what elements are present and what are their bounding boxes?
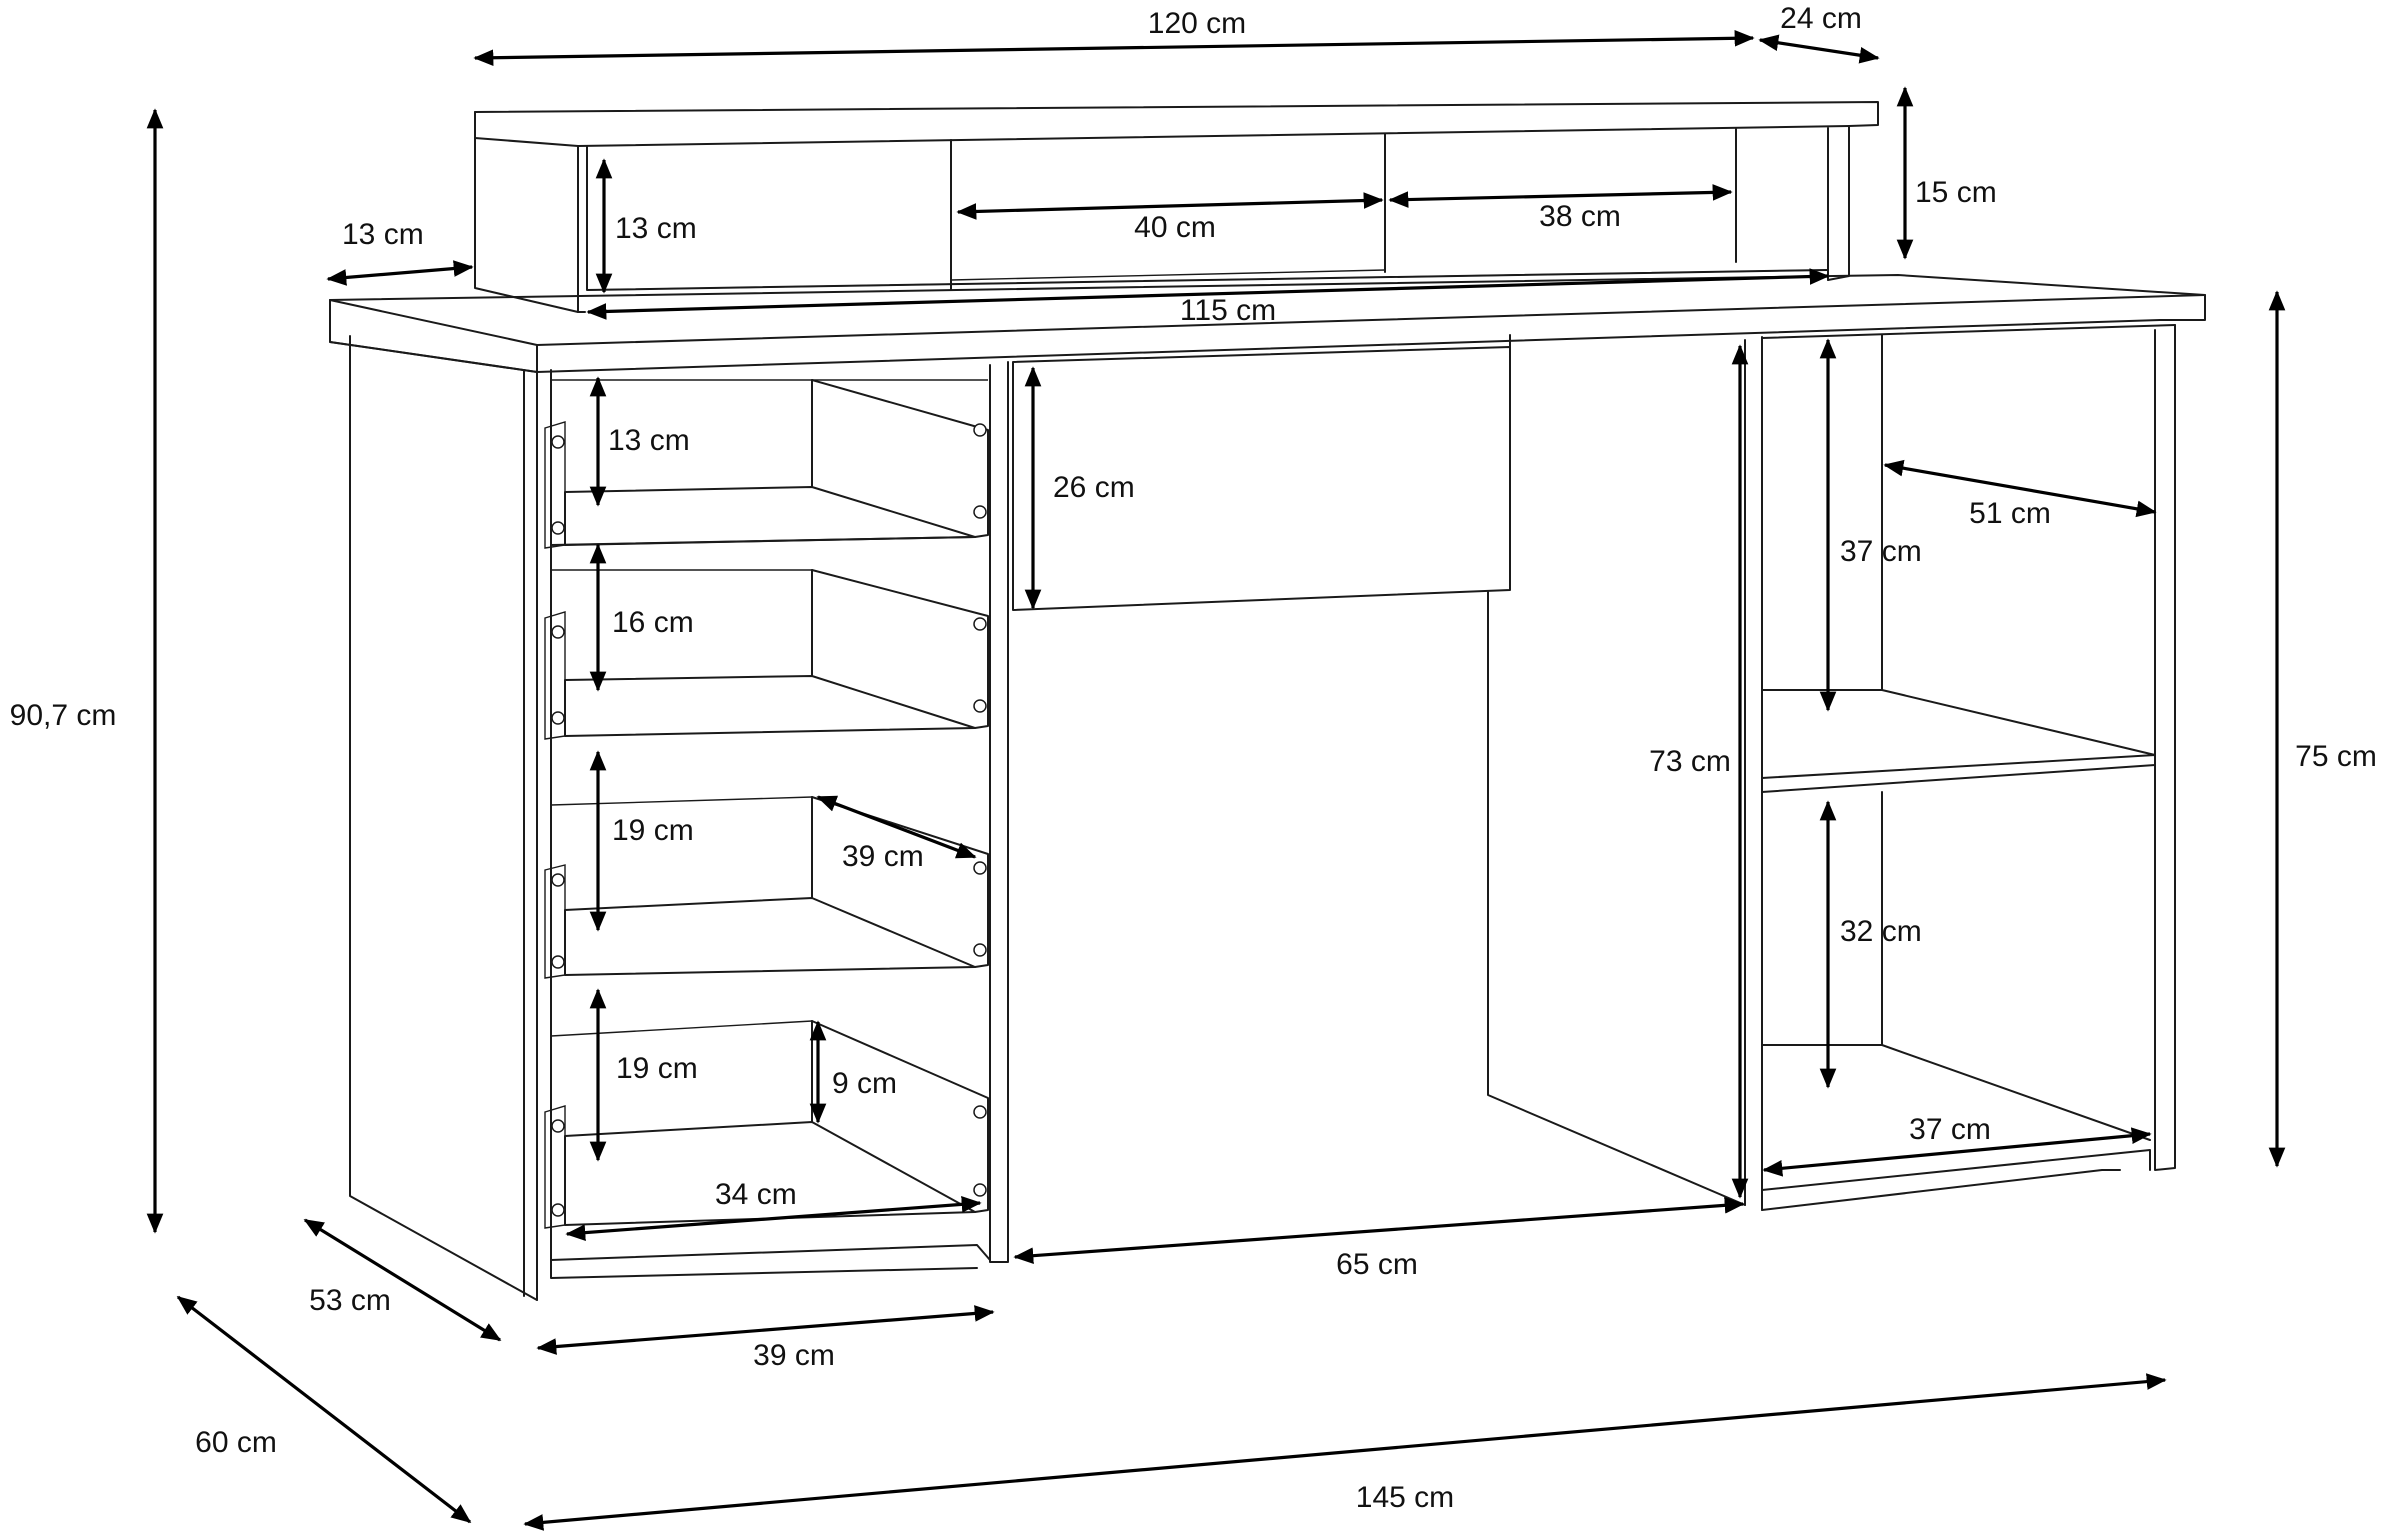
label-drawer3-height: 19 cm [612, 814, 694, 847]
label-total-depth: 60 cm [195, 1426, 277, 1459]
label-top-inner-width: 115 cm [1180, 294, 1276, 327]
label-total-width: 145 cm [1356, 1481, 1454, 1514]
label-drawer1-height: 13 cm [608, 424, 690, 457]
label-legroom-width: 65 cm [1336, 1248, 1418, 1281]
label-legroom-height: 73 cm [1649, 745, 1731, 778]
label-drawer4-height: 19 cm [616, 1052, 698, 1085]
label-shelf-upper-height: 37 cm [1840, 535, 1922, 568]
label-top-shelf-height: 13 cm [615, 212, 697, 245]
label-top-left-compartment: 40 cm [1134, 211, 1216, 244]
label-top-right-compartment: 38 cm [1539, 200, 1621, 233]
left-side-panel [349, 335, 538, 1301]
label-drawer3-depth: 39 cm [842, 840, 924, 873]
label-drawer-unit-width: 39 cm [753, 1339, 835, 1372]
label-shelf-depth: 51 cm [1969, 497, 2051, 530]
dimension-labels: 120 cm 24 cm 15 cm 13 cm 13 cm 40 cm 38 … [10, 2, 2377, 1514]
label-shelf-lower-height: 32 cm [1840, 915, 1922, 948]
label-drawer2-height: 16 cm [612, 606, 694, 639]
label-top-height: 15 cm [1915, 176, 1997, 209]
label-top-width: 120 cm [1148, 7, 1246, 40]
label-shelf-width: 37 cm [1909, 1113, 1991, 1146]
label-drawer4-width: 34 cm [715, 1178, 797, 1211]
label-top-depth: 24 cm [1780, 2, 1862, 35]
label-top-side-offset: 13 cm [342, 218, 424, 251]
label-drawer4-inner-height: 9 cm [832, 1067, 897, 1100]
right-shelf-unit [1761, 324, 2176, 1211]
label-side-depth: 53 cm [309, 1284, 391, 1317]
label-total-height: 90,7 cm [10, 699, 117, 732]
label-center-drawer-height: 26 cm [1053, 471, 1135, 504]
drawer-screws [551, 423, 987, 1217]
label-desk-height: 75 cm [2295, 740, 2377, 773]
dimension-lines [146, 29, 2286, 1531]
